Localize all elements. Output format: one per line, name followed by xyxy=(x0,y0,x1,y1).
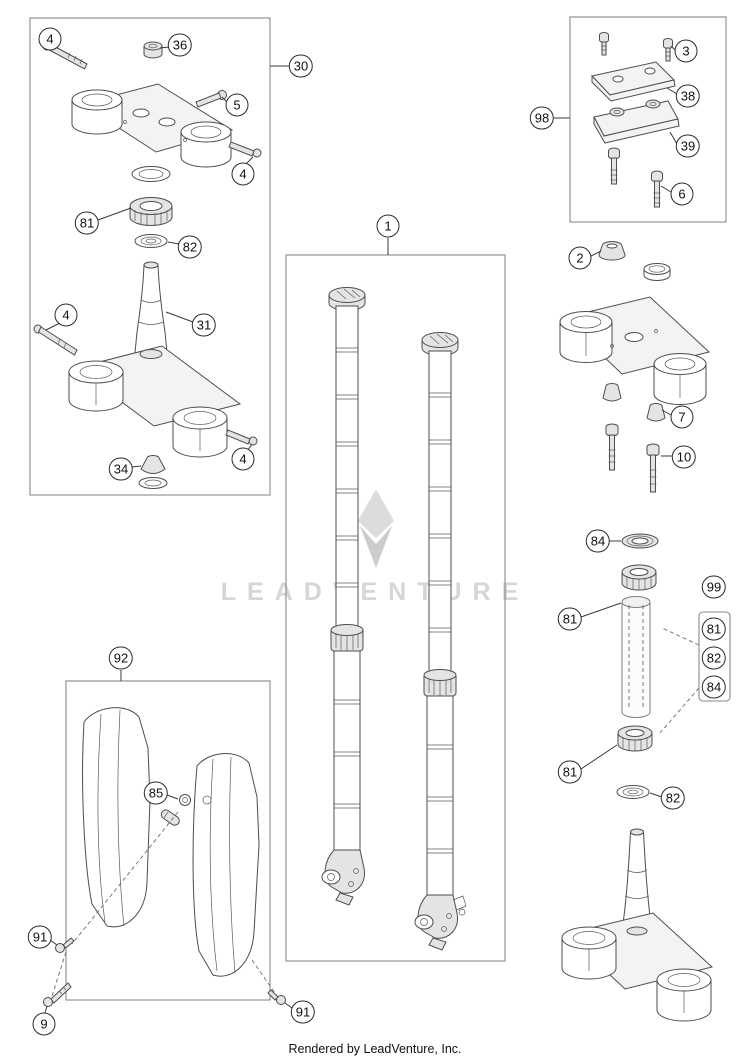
callout-85[interactable]: 85 xyxy=(143,781,169,805)
inset-box-fork-legs xyxy=(285,254,506,962)
callout-4[interactable]: 4 xyxy=(38,27,62,51)
dashed-construction-lines xyxy=(51,627,700,997)
callout-30[interactable]: 30 xyxy=(288,54,314,78)
callout-10[interactable]: 10 xyxy=(671,445,697,469)
callout-4[interactable]: 4 xyxy=(54,303,78,327)
callout-98[interactable]: 98 xyxy=(529,106,555,130)
inset-box-fork-guards xyxy=(65,680,271,1001)
callout-82[interactable]: 82 xyxy=(660,786,686,810)
callout-81[interactable]: 81 xyxy=(74,211,100,235)
callout-99[interactable]: 99 xyxy=(701,575,727,599)
callout-84[interactable]: 84 xyxy=(701,675,727,699)
callout-2[interactable]: 2 xyxy=(568,246,592,270)
callout-3[interactable]: 3 xyxy=(674,39,698,63)
inset-boxes xyxy=(29,16,731,1001)
callout-34[interactable]: 34 xyxy=(108,457,134,481)
callout-9[interactable]: 9 xyxy=(32,1012,56,1036)
callout-4[interactable]: 4 xyxy=(231,447,255,471)
callout-5[interactable]: 5 xyxy=(225,93,249,117)
fork-guards-drawing xyxy=(43,707,286,1007)
callout-38[interactable]: 38 xyxy=(675,84,701,108)
steering-stem-parts-drawing xyxy=(559,241,714,1022)
callout-31[interactable]: 31 xyxy=(191,313,217,337)
fork-leg-right-drawing xyxy=(414,332,467,951)
callout-82[interactable]: 82 xyxy=(177,235,203,259)
callout-82[interactable]: 82 xyxy=(701,646,727,670)
leader-lines xyxy=(44,45,678,1014)
callout-39[interactable]: 39 xyxy=(675,134,701,158)
watermark-text: LEADVENTURE xyxy=(220,578,530,606)
callout-36[interactable]: 36 xyxy=(167,33,193,57)
inset-box-handlebar-mount xyxy=(569,16,727,223)
footer-credit: Rendered by LeadVenture, Inc. xyxy=(288,1042,462,1056)
callout-92[interactable]: 92 xyxy=(108,646,134,670)
handlebar-clamp-drawing xyxy=(591,32,680,208)
callout-81[interactable]: 81 xyxy=(557,607,583,631)
callout-1[interactable]: 1 xyxy=(376,214,400,238)
callout-91[interactable]: 91 xyxy=(27,925,53,949)
watermark-logo xyxy=(358,489,394,568)
callout-81[interactable]: 81 xyxy=(557,760,583,784)
callout-91[interactable]: 91 xyxy=(290,1000,316,1024)
callout-7[interactable]: 7 xyxy=(670,405,694,429)
callout-81[interactable]: 81 xyxy=(701,617,727,641)
callout-6[interactable]: 6 xyxy=(670,182,694,206)
callout-4[interactable]: 4 xyxy=(231,162,255,186)
callout-84[interactable]: 84 xyxy=(585,529,611,553)
inset-box-upper-triple-clamp xyxy=(29,17,271,496)
